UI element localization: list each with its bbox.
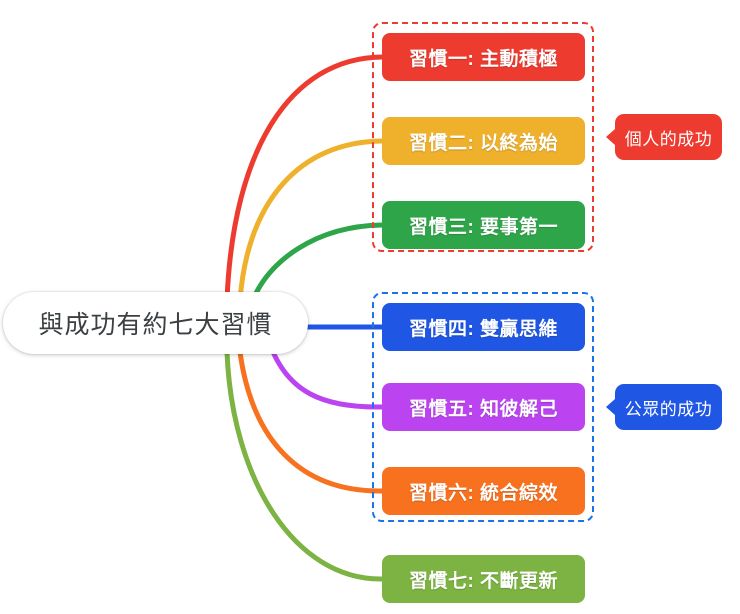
habit-box-4[interactable]: 習慣四: 雙贏思維 <box>382 303 585 351</box>
habit-box-3[interactable]: 習慣三: 要事第一 <box>382 201 585 249</box>
connector-habit-1 <box>224 54 385 303</box>
callout-personal-success[interactable]: 個人的成功 <box>606 114 722 160</box>
habit-label-1: 習慣一: 主動積極 <box>408 48 559 70</box>
connector-habit-3 <box>250 222 385 303</box>
habit-label-7: 習慣七: 不斷更新 <box>408 570 559 592</box>
connector-habit-5 <box>270 349 385 410</box>
habit-label-4: 習慣四: 雙贏思維 <box>408 318 559 340</box>
root-node-label: 與成功有約七大習慣 <box>38 311 273 339</box>
root-node[interactable]: 與成功有約七大習慣 <box>3 292 308 354</box>
habit-label-6: 習慣六: 統合綜效 <box>408 482 559 504</box>
connector-habit-7 <box>224 349 385 582</box>
habit-box-1[interactable]: 習慣一: 主動積極 <box>382 33 585 81</box>
habit-label-3: 習慣三: 要事第一 <box>408 216 559 238</box>
connector-habit-2 <box>237 138 385 303</box>
callout-personal-label: 個人的成功 <box>624 129 713 149</box>
habit-box-5[interactable]: 習慣五: 知彼解己 <box>382 383 585 431</box>
callout-public-label: 公眾的成功 <box>624 399 713 419</box>
group-public-success <box>372 292 594 522</box>
habit-box-2[interactable]: 習慣二: 以終為始 <box>382 117 585 165</box>
callout-public-success[interactable]: 公眾的成功 <box>606 384 722 430</box>
group-personal-success <box>372 22 594 252</box>
habit-label-2: 習慣二: 以終為始 <box>408 132 559 154</box>
connector-habit-6 <box>237 349 385 494</box>
habit-label-5: 習慣五: 知彼解己 <box>408 398 559 420</box>
habit-box-6[interactable]: 習慣六: 統合綜效 <box>382 467 585 515</box>
habit-box-7[interactable]: 習慣七: 不斷更新 <box>382 555 585 603</box>
